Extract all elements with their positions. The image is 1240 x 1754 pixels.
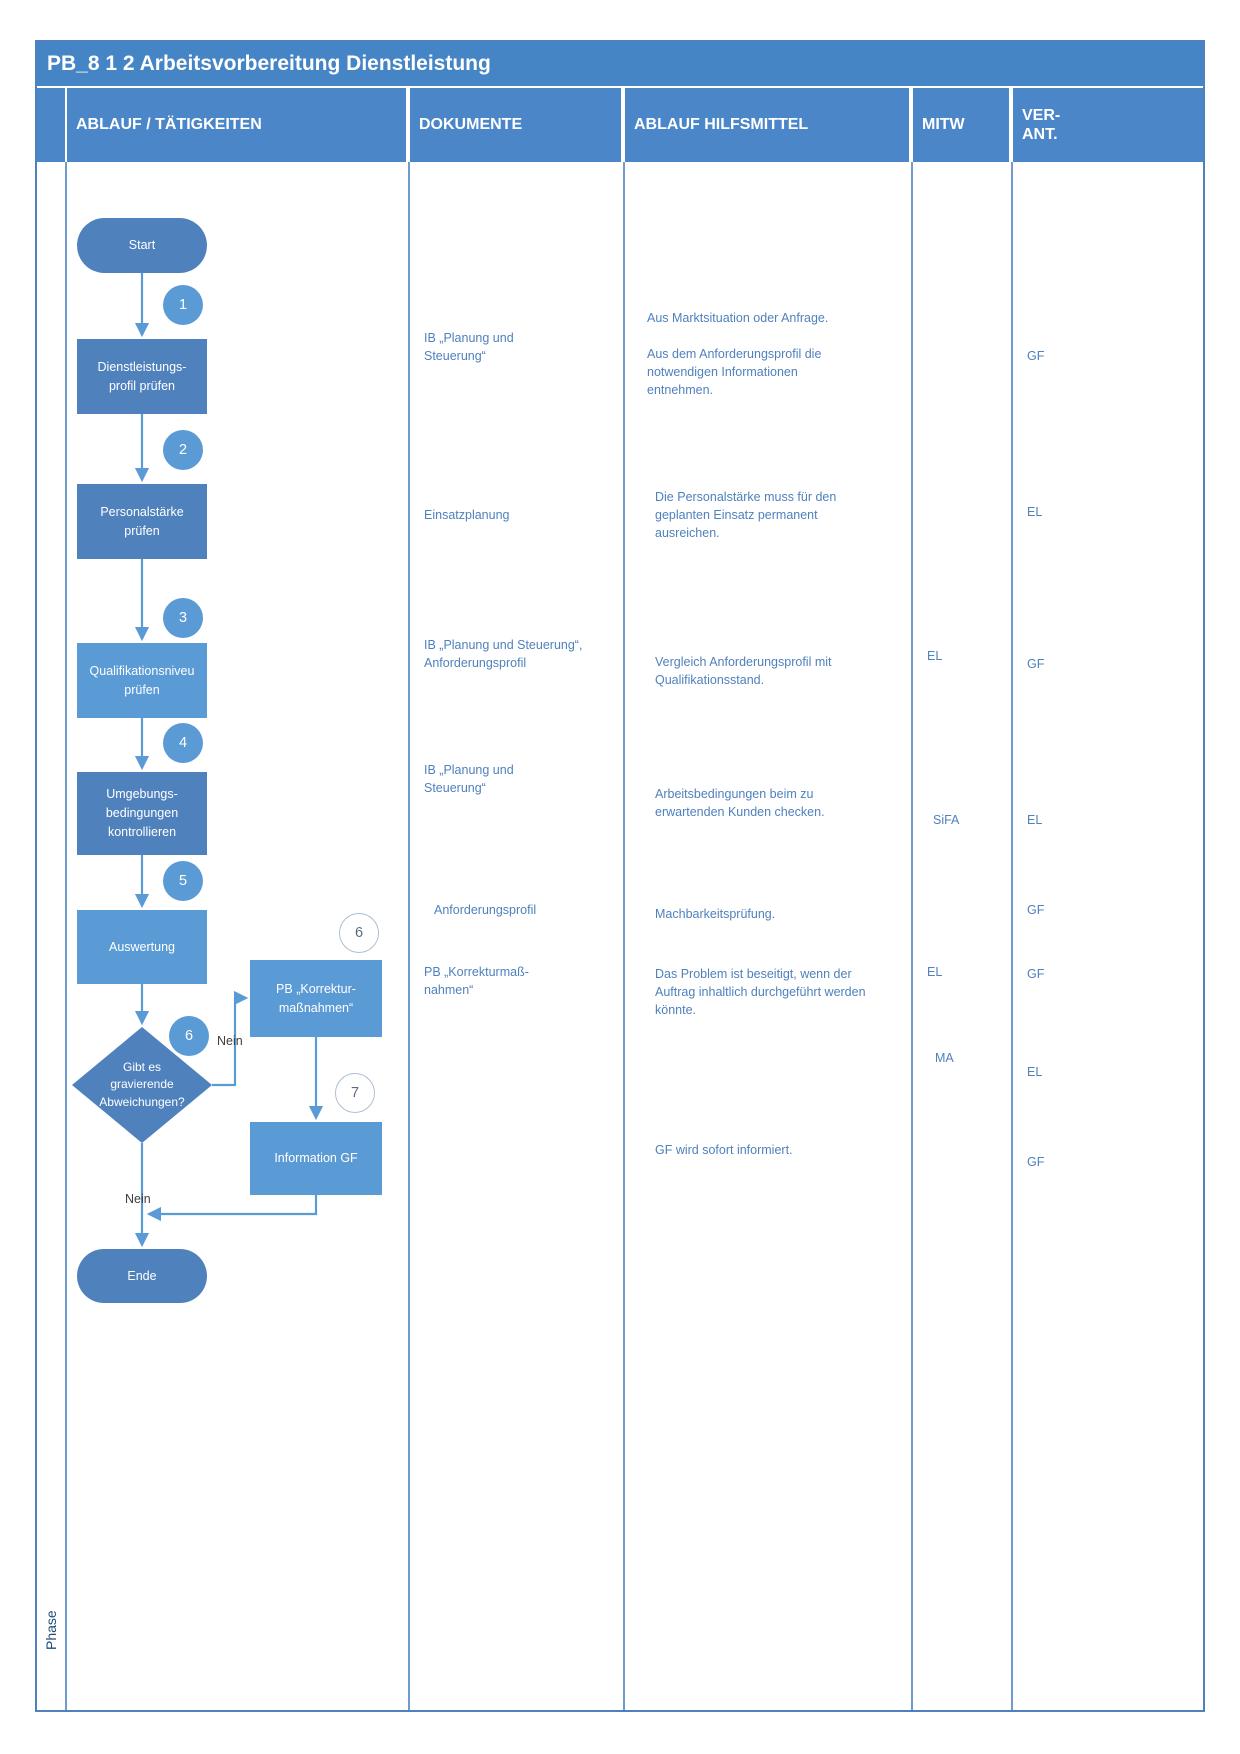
header-phase-cell — [37, 88, 65, 162]
mitw-value-2: SiFA — [933, 813, 960, 827]
step-number-badge-1: 1 — [163, 285, 203, 325]
header-documents-label: DOKUMENTE — [419, 116, 523, 134]
tool-note-3: Die Personalstärke muss für den geplante… — [655, 490, 837, 540]
header-documents: DOKUMENTE — [410, 88, 621, 162]
header-activities-label: ABLAUF / TÄTIGKEITEN — [76, 116, 262, 134]
header-tools: ABLAUF HILFSMITTEL — [625, 88, 909, 162]
verant-value-2: EL — [1027, 505, 1043, 519]
flow-step-auswertung: Auswertung — [77, 910, 207, 984]
document-ref-6: PB „Korrekturmaß- nahmen“ — [424, 965, 529, 997]
mitw-value-4: MA — [935, 1051, 954, 1065]
title-bar: PB_8 1 2 Arbeitsvorbereitung Dienstleist… — [37, 42, 1203, 86]
document-ref-2: Einsatzplanung — [424, 508, 510, 522]
flow-step-korrekturmassnahmen: PB „Korrektur- maßnahmen“ — [250, 960, 382, 1037]
flow-step-personalstaerke: Personalstärke prüfen — [77, 484, 207, 559]
header-tools-label: ABLAUF HILFSMITTEL — [634, 116, 809, 134]
tool-note-6: Machbarkeitsprüfung. — [655, 907, 776, 921]
arrow-decision-to-korrektur — [212, 990, 249, 1087]
verant-value-8: GF — [1027, 1155, 1045, 1169]
arrow-information-to-mainline — [146, 1195, 318, 1222]
decision-branch-label-bottom: Nein — [125, 1192, 151, 1206]
tool-note-8: GF wird sofort informiert. — [655, 1143, 793, 1157]
verant-value-5: GF — [1027, 903, 1045, 917]
mitw-value-1: EL — [927, 649, 943, 663]
verant-value-3: GF — [1027, 657, 1045, 671]
tool-note-1: Aus Marktsituation oder Anfrage. — [647, 311, 829, 325]
step-number-badge-2: 2 — [163, 430, 203, 470]
step-number-badge-6-outline: 6 — [339, 913, 379, 953]
tool-note-7: Das Problem ist beseitigt, wenn der Auft… — [655, 967, 866, 1017]
column-divider-mitw — [1011, 162, 1013, 1710]
step-number-badge-5: 5 — [163, 861, 203, 901]
flow-step-umgebungsbedingungen: Umgebungs- bedingungen kontrollieren — [77, 772, 207, 855]
process-document: PB_8 1 2 Arbeitsvorbereitung Dienstleist… — [35, 40, 1205, 1712]
flow-end-node: Ende — [77, 1249, 207, 1303]
tool-note-4: Vergleich Anforderungsprofil mit Qualifi… — [655, 655, 832, 687]
mitw-value-3: EL — [927, 965, 943, 979]
document-ref-5: Anforderungsprofil — [434, 903, 537, 917]
flow-step-dienstleistungsprofil: Dienstleistungs- profil prüfen — [77, 339, 207, 414]
flow-start-node: Start — [77, 218, 207, 273]
step-number-badge-6: 6 — [169, 1016, 209, 1056]
header-activities: ABLAUF / TÄTIGKEITEN — [67, 88, 406, 162]
flow-step-information-gf: Information GF — [250, 1122, 382, 1195]
header-mitw: MITW — [913, 88, 1009, 162]
column-divider-activities — [408, 162, 410, 1710]
flow-connectors — [134, 273, 324, 1248]
header-verant: VER- ANT. — [1013, 88, 1203, 162]
page-title: PB_8 1 2 Arbeitsvorbereitung Dienstleist… — [47, 52, 491, 75]
verant-value-4: EL — [1027, 813, 1043, 827]
document-ref-1: IB „Planung und Steuerung“ — [424, 331, 514, 363]
step-number-badge-7-outline: 7 — [335, 1073, 375, 1113]
decision-branch-label-right: Nein — [217, 1034, 243, 1048]
verant-value-1: GF — [1027, 349, 1045, 363]
column-divider-phase — [65, 162, 67, 1710]
header-mitw-label: MITW — [922, 116, 965, 134]
document-ref-3: IB „Planung und Steuerung“, Anforderungs… — [424, 638, 583, 670]
header-verant-label: VER- ANT. — [1022, 106, 1061, 143]
verant-value-6: GF — [1027, 967, 1045, 981]
step-number-badge-3: 3 — [163, 598, 203, 638]
flow-step-qualifikationsniveau: Qualifikationsniveu prüfen — [77, 643, 207, 718]
document-ref-4: IB „Planung und Steuerung“ — [424, 763, 514, 795]
column-divider-tools — [911, 162, 913, 1710]
tool-note-5: Arbeitsbedingungen beim zu erwartenden K… — [655, 787, 825, 819]
step-number-badge-4: 4 — [163, 723, 203, 763]
tool-note-2: Aus dem Anforderungsprofil die notwendig… — [647, 347, 822, 397]
column-divider-documents — [623, 162, 625, 1710]
phase-label: Phase — [43, 1610, 59, 1650]
verant-value-7: EL — [1027, 1065, 1043, 1079]
